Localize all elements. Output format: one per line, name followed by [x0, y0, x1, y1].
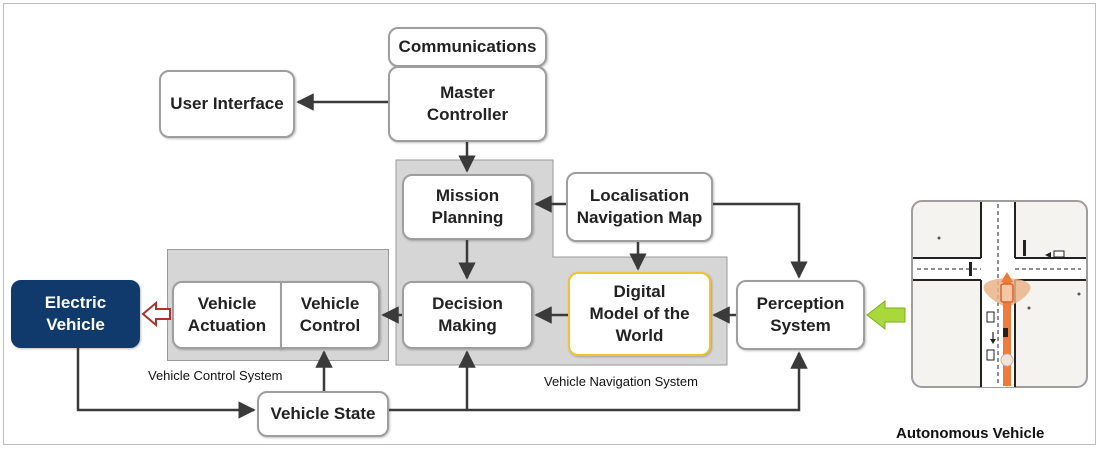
- arrow-localisation-to-perception: [713, 202, 808, 279]
- arrow-electric-vehicle-to-state: [76, 348, 256, 419]
- vehicle-actuation-box: Vehicle Actuation: [172, 281, 282, 349]
- arrow-state-to-perception: [389, 351, 808, 412]
- autonomous-vehicle-scene: [911, 200, 1088, 388]
- electric-vehicle-box: Electric Vehicle: [11, 280, 140, 348]
- digital-model-of-the-world-box: Digital Model of the World: [568, 272, 711, 356]
- arrow-scene-to-perception: [866, 299, 906, 331]
- diagram-frame: [3, 3, 1096, 445]
- communications-box: Communications: [388, 27, 547, 67]
- user-interface-box: User Interface: [159, 70, 295, 138]
- vehicle-navigation-system-caption: Vehicle Navigation System: [544, 374, 698, 389]
- decision-making-box: Decision Making: [402, 281, 533, 349]
- vehicle-control-box: Vehicle Control: [280, 281, 380, 349]
- autonomous-vehicle-caption: Autonomous Vehicle: [896, 425, 1045, 442]
- vehicle-control-system-caption: Vehicle Control System: [148, 368, 283, 383]
- vehicle-state-box: Vehicle State: [257, 391, 389, 437]
- arrow-actuation-to-electric-vehicle: [141, 300, 171, 328]
- perception-system-box: Perception System: [736, 280, 865, 350]
- mission-planning-box: Mission Planning: [402, 174, 533, 240]
- master-controller-box: Master Controller: [388, 66, 547, 142]
- localisation-navigation-map-box: Localisation Navigation Map: [566, 172, 713, 242]
